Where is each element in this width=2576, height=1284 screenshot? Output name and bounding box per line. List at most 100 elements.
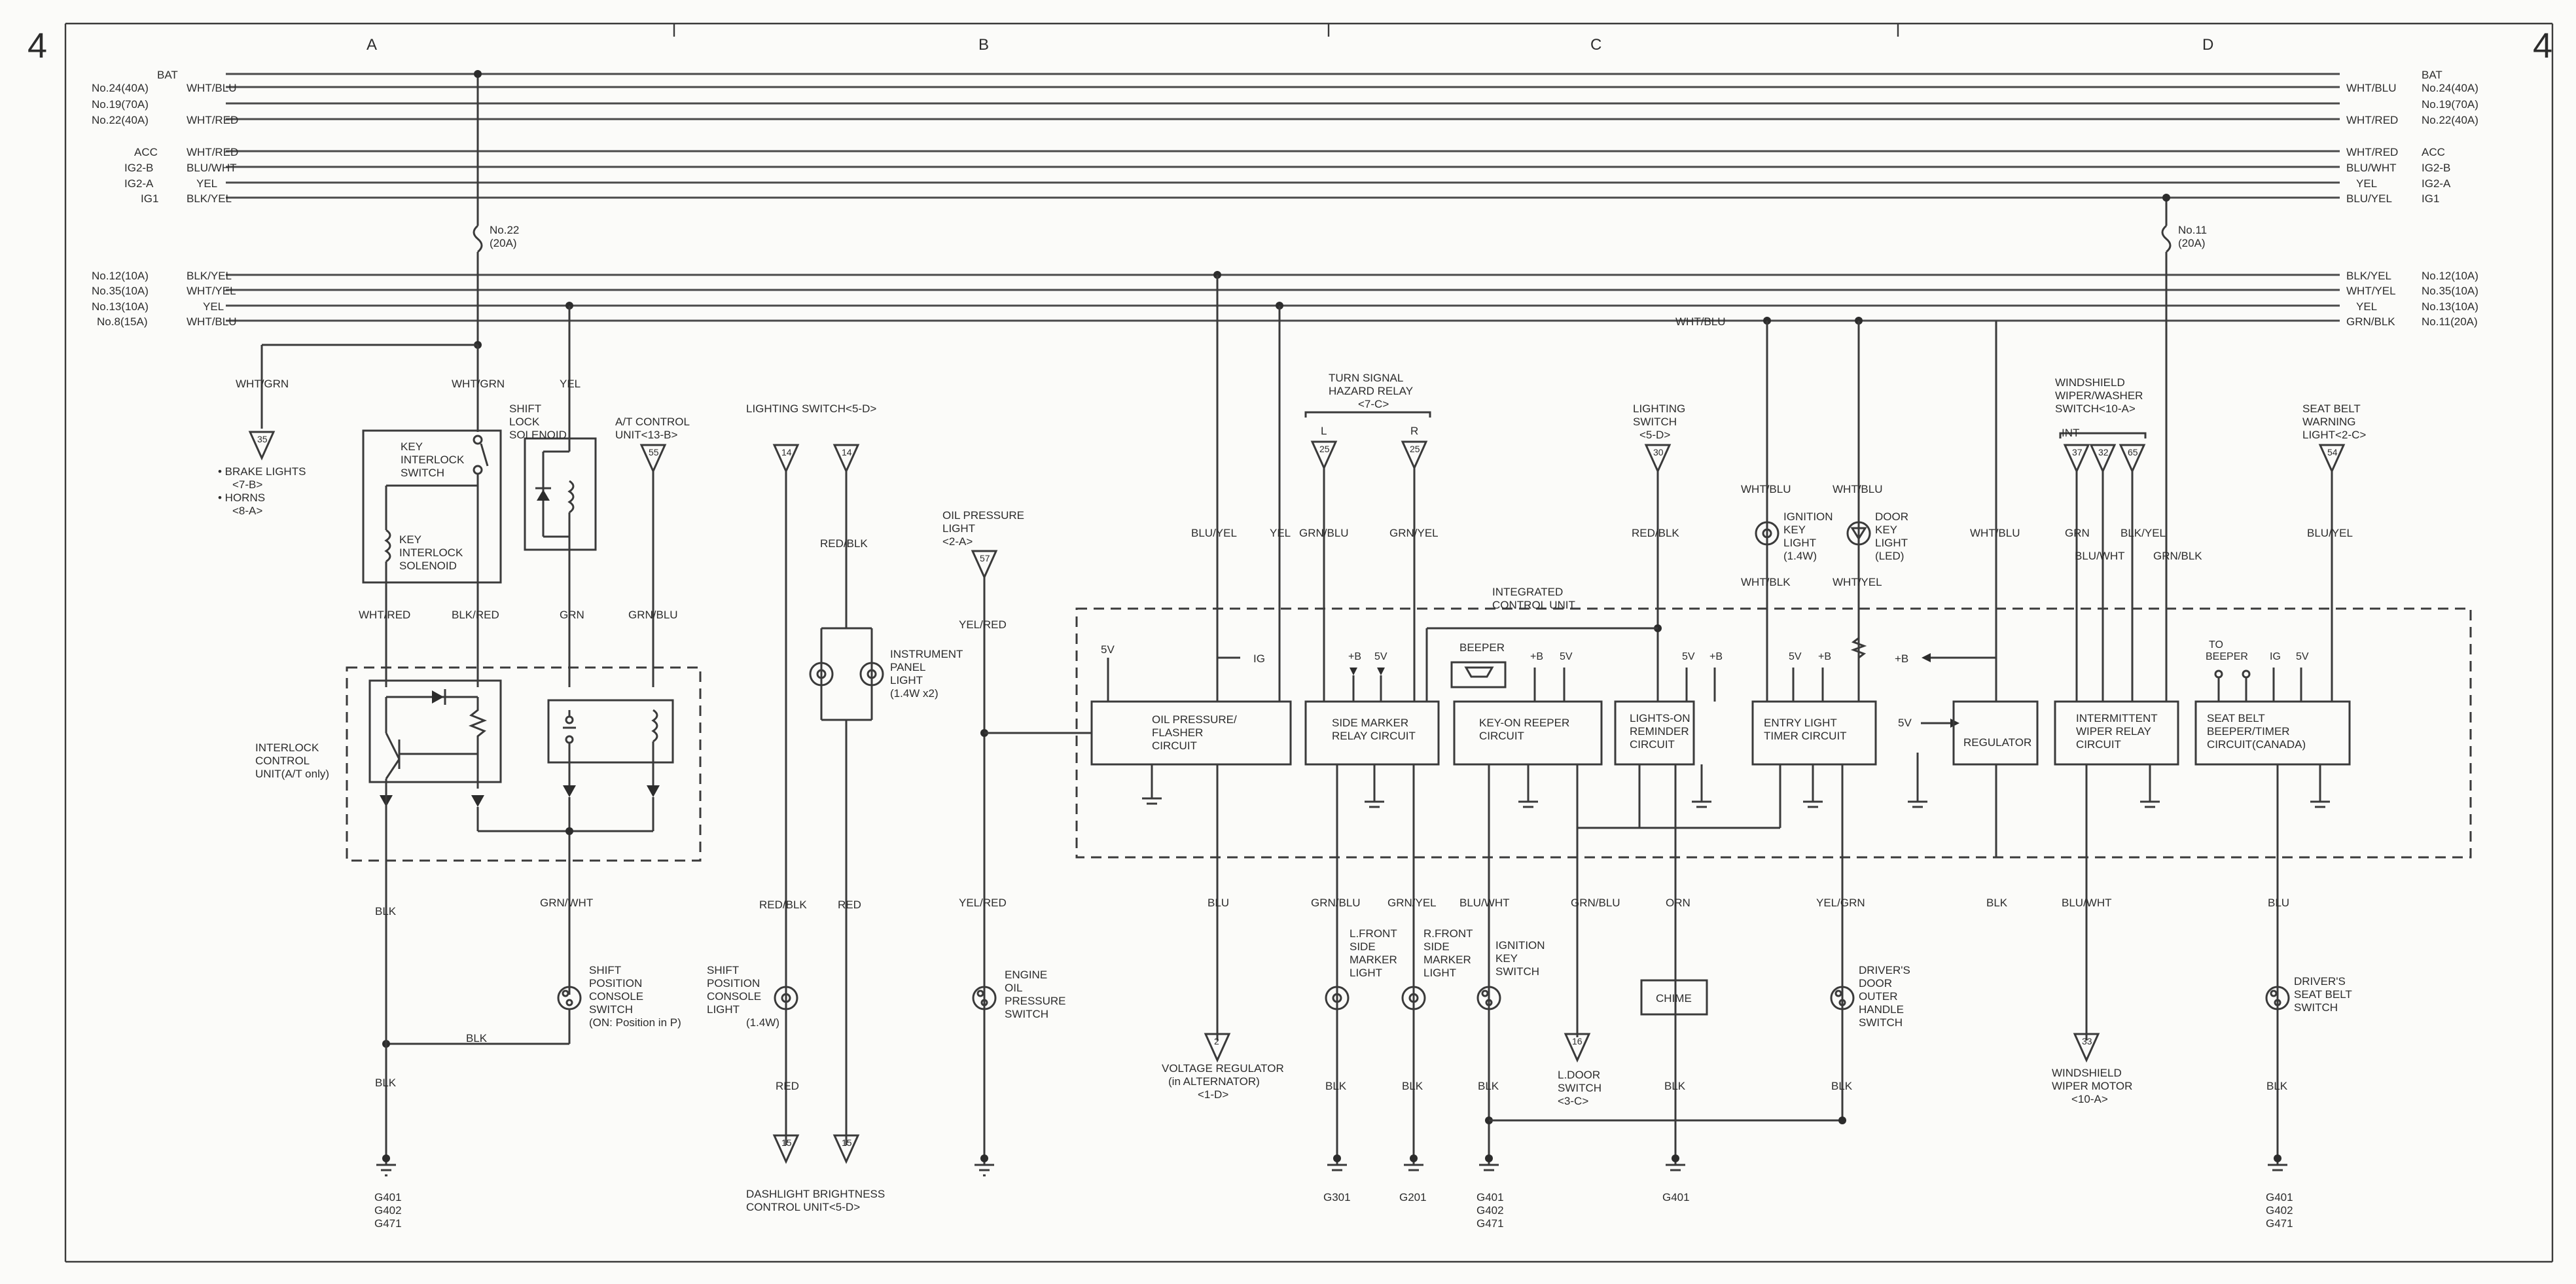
label-labels-lf_marker-1: SIDE [1350, 940, 1376, 953]
label-labels-side_marker_circuit-1: RELAY CIRCUIT [1332, 730, 1416, 742]
label-labels-drivers_belt_switch-1: SEAT BELT [2294, 988, 2352, 1001]
label-labels-integrated_control-1: CONTROL UNIT [1492, 599, 1575, 611]
label-labels-ig: IG [1253, 652, 1265, 665]
bus-wire-right: YEL [2356, 300, 2377, 313]
diode-icon [647, 785, 660, 797]
ground-icon [1692, 800, 1711, 808]
lamp-icon [1755, 521, 1780, 546]
bus-source-right: No.35(10A) [2422, 285, 2478, 297]
bus-source-left: No.12(10A) [92, 270, 149, 282]
label-wire_labels-yel_2: YEL [1270, 527, 1291, 539]
label-connectors-c35: 35 [257, 434, 268, 444]
key-on-beeper-circuit [1453, 700, 1603, 766]
label-connectors-c2: 2 [1214, 1036, 1219, 1046]
label-wire_labels-red_blk_3: RED/BLK [1632, 527, 1679, 539]
label-labels-g_multi_1-2: G471 [374, 1217, 402, 1230]
label-labels-integrated_control-0: INTEGRATED [1492, 586, 1563, 598]
ground-icon [1327, 1164, 1347, 1171]
label-labels-entry_light_circuit-1: TIMER CIRCUIT [1764, 730, 1847, 742]
label-labels-turn_signal-1: HAZARD RELAY [1329, 385, 1413, 397]
label-labels-v5: 5V [1898, 717, 1912, 729]
label-wire_labels-blu_wht_1: BLU/WHT [2075, 550, 2125, 562]
label-labels-engine_oil_switch-2: PRESSURE [1005, 995, 1066, 1007]
label-wire_labels-grn_blu_1: GRN/BLU [628, 609, 678, 621]
label-connectors-c30: 30 [1653, 447, 1664, 457]
bus-wire-right: BLU/WHT [2346, 162, 2397, 174]
label-wire_labels-yel_grn_1: YEL/GRN [1816, 897, 1865, 909]
label-wire_labels-blk_10: BLK [2266, 1080, 2288, 1092]
fuse-icon [2161, 224, 2172, 253]
label-labels-seat_belt_light-1: WARNING [2302, 416, 2356, 428]
switch-icon [972, 986, 997, 1010]
label-labels-g401: G401 [1662, 1191, 1690, 1204]
bus-line-no12: No.12(10A) BLK/YEL BLK/YEL No.12(10A) [92, 270, 2478, 282]
connector-triangle-icon [1401, 440, 1428, 471]
label-labels-shift_position_light-0: SHIFT [707, 964, 739, 976]
label-labels-instrument_panel_light-0: INSTRUMENT [890, 648, 963, 660]
transistor-icon [385, 697, 478, 779]
bus-wire-left: BLU/WHT [187, 162, 237, 174]
zone-b: B [978, 36, 989, 54]
label-labels-shift_position_switch-3: SWITCH [589, 1003, 633, 1016]
label-wire_labels-wht_grn_2: WHT/GRN [452, 378, 505, 390]
label-labels-rf_marker-3: LIGHT [1423, 967, 1456, 979]
label-labels-drivers_door_switch-4: SWITCH [1859, 1016, 1903, 1029]
label-labels-seat_belt_circuit-1: BEEPER/TIMER [2207, 725, 2290, 738]
label-wire_labels-red_blk_1: RED/BLK [820, 537, 868, 550]
label-labels-door_key_light-3: (LED) [1875, 550, 1904, 562]
label-wire_labels-blu_2: BLU [2268, 897, 2289, 909]
bus-source-right: BAT [2422, 69, 2442, 81]
label-labels-g_multi_2-1: G402 [1476, 1204, 1504, 1217]
bus-line-ig2b: IG2-B BLU/WHT BLU/WHT IG2-B [124, 162, 2450, 174]
bus-wire-right: BLK/YEL [2346, 270, 2391, 282]
label-labels-entry_light_circuit-0: ENTRY LIGHT [1764, 717, 1837, 729]
bus-line-no8: No.8(15A) WHT/BLU GRN/BLK No.11(20A) [97, 315, 2478, 328]
label-labels-brake_ref: <7-B> [232, 478, 262, 491]
label-wire_labels-wht_red_1: WHT/RED [359, 609, 410, 621]
label-labels-shift_position_light-2: CONSOLE [707, 990, 761, 1003]
resistor-icon [468, 697, 488, 749]
label-wire_labels-int: INT [2062, 427, 2079, 439]
label-labels-dashlight-0: DASHLIGHT BRIGHTNESS [746, 1188, 885, 1200]
ground-icon [1908, 800, 1927, 808]
label-labels-g_multi_3-1: G402 [2266, 1204, 2293, 1217]
connector-triangle-icon [2119, 444, 2146, 474]
label-wire_labels-blk_5: BLK [1325, 1080, 1347, 1092]
label-labels-turn_signal-2: <7-C> [1358, 398, 1389, 410]
label-labels-v5: 5V [1560, 651, 1573, 662]
label-labels-drivers_door_switch-2: OUTER [1859, 990, 1898, 1003]
ground-icon [975, 1164, 994, 1177]
lamp-icon [774, 986, 798, 1010]
connector-triangle-icon [248, 431, 276, 461]
bus-source-left: IG2-A [124, 177, 154, 190]
switch-icon [473, 435, 489, 475]
side-marker-relay-circuit [1304, 700, 1440, 766]
label-labels-shift_position_light-1: POSITION [707, 977, 760, 990]
bus-source-left: No.19(70A) [92, 98, 149, 111]
label-wire_labels-blu_1: BLU [1208, 897, 1229, 909]
label-labels-ignition_key_light-0: IGNITION [1783, 510, 1833, 523]
label-connectors-c15b: 15 [842, 1137, 852, 1148]
label-labels-g_multi_2-0: G401 [1476, 1191, 1504, 1204]
interlock-control-unit-box [346, 666, 702, 862]
ground-icon [1666, 1164, 1685, 1171]
label-labels-turn_l: L [1321, 425, 1327, 437]
label-labels-wiper_relay_circuit-1: WIPER RELAY [2076, 725, 2151, 738]
label-labels-beeper: BEEPER [1459, 641, 1505, 654]
zone-c: C [1590, 36, 1601, 54]
bus-source-left: ACC [134, 146, 158, 158]
label-connectors-c15a: 15 [781, 1137, 792, 1148]
beeper-icon [1464, 666, 1494, 678]
bus-source-left: No.8(15A) [97, 315, 147, 328]
label-labels-lf_marker-3: LIGHT [1350, 967, 1382, 979]
label-labels-windshield_relay-0: WINDSHIELD [2055, 376, 2125, 389]
bus-line-ig1: IG1 BLK/YEL BLU/YEL IG1 [141, 192, 2439, 205]
label-labels-pb: +B [1348, 651, 1361, 662]
connector-triangle-icon [1204, 1033, 1231, 1063]
seat-belt-beeper-timer-circuit [2194, 700, 2351, 766]
label-labels-to_beeper-1: BEEPER [2206, 651, 2248, 662]
label-labels-wiper_motor-1: WIPER MOTOR [2052, 1080, 2132, 1092]
switch-icon [1830, 986, 1855, 1010]
label-wire_labels-grn_blu_3: GRN/BLU [1311, 897, 1361, 909]
label-wire_labels-blk_3: BLK [375, 1077, 397, 1089]
